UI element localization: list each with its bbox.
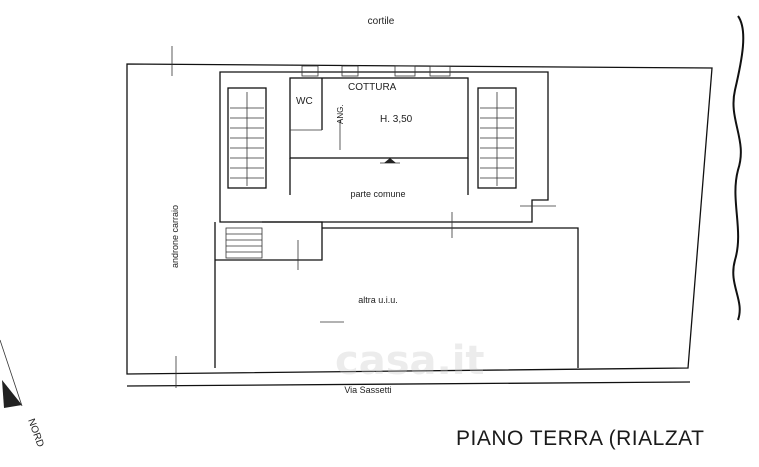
vent-3: [394, 65, 416, 77]
left-staircase: [227, 87, 267, 189]
signature: [732, 15, 745, 321]
plan-title: PIANO TERRA (RIALZAT: [456, 427, 705, 450]
light-fixture-icon: [380, 158, 400, 164]
lower-unit-outline: [214, 227, 579, 368]
main-room: [289, 77, 469, 159]
label-nord: NORD: [25, 417, 45, 448]
vent-2: [341, 65, 359, 77]
label-parte-comune: parte comune: [350, 189, 405, 199]
landing: [262, 221, 323, 261]
label-ang: ANG.: [336, 104, 345, 124]
street-line: [126, 381, 691, 387]
right-staircase: [477, 87, 517, 189]
building-outline: [126, 63, 713, 375]
label-wc: WC: [296, 96, 313, 107]
label-cortile: cortile: [368, 16, 395, 27]
label-street: Via Sassetti: [344, 385, 391, 395]
vent-4: [429, 65, 451, 77]
vent-1: [301, 65, 319, 77]
label-cottura: COTTURA: [348, 82, 397, 93]
label-androne: androne carraio: [170, 205, 180, 268]
watermark: casa.it: [335, 338, 485, 384]
apartment-outline: [219, 71, 549, 223]
entrance-stair: [225, 227, 263, 259]
north-arrow-icon: NORD: [0, 339, 46, 449]
label-altra-uiu: altra u.i.u.: [358, 295, 398, 305]
label-height: H. 3,50: [380, 114, 413, 125]
